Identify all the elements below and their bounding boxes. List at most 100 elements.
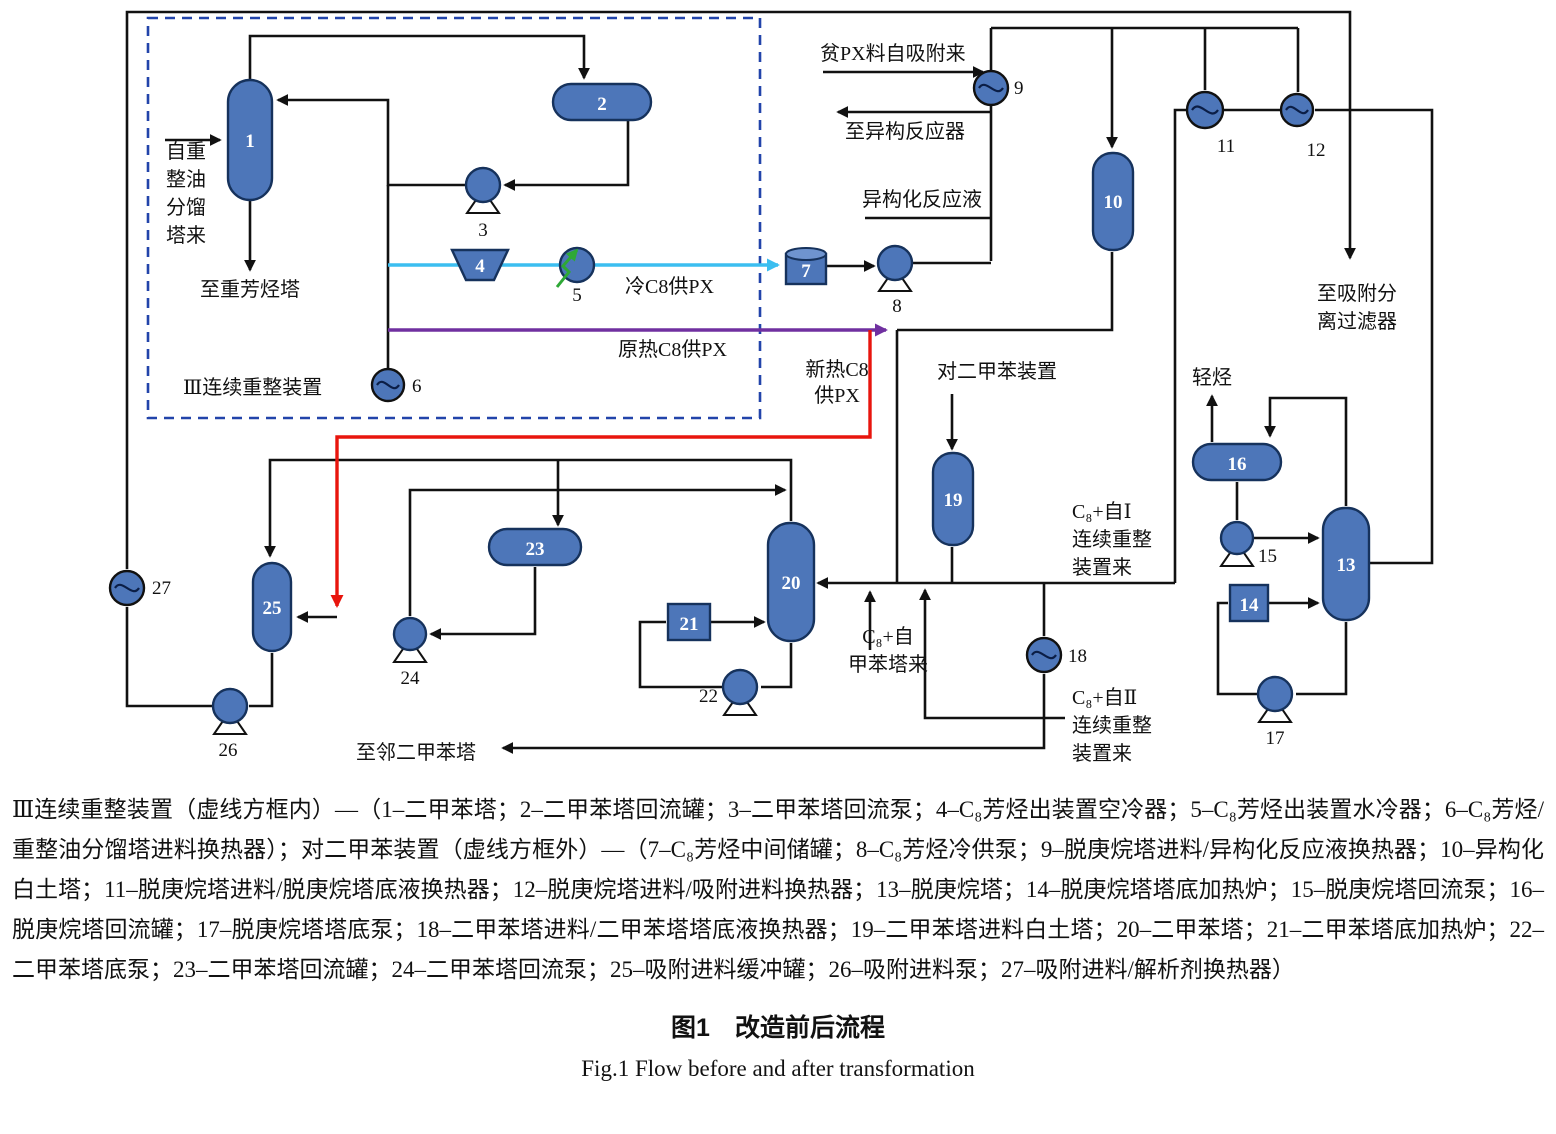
label-to-oxylene-tower: 至邻二甲苯塔 <box>356 741 476 764</box>
pipe-exch11-12-header <box>1173 108 1281 583</box>
equipment-number-23: 23 <box>526 539 545 560</box>
equipment-heater-14: 14 <box>1228 583 1270 623</box>
equipment-exchanger-18: 18 <box>1025 636 1087 674</box>
pipe-pump26-to-exch27 <box>125 607 213 708</box>
equipment-number-10: 10 <box>1104 192 1123 213</box>
figure-title-en: Fig.1 Flow before and after transformati… <box>581 1056 975 1081</box>
equipment-reflux-pump-3: 3 <box>464 166 502 241</box>
pipe-drum2-to-pump3 <box>503 118 630 191</box>
equipment-number-9: 9 <box>1014 78 1024 99</box>
equipment-clay-tower-19: 19 <box>931 451 975 547</box>
equipment-number-20: 20 <box>782 573 801 594</box>
stream-labels: 自重 整油 分馏 塔来 至重芳烃塔 Ⅲ连续重整装置 冷C8供PX 原热C8供PX… <box>166 42 1397 765</box>
label-to-isom-reactor: 至异构反应器 <box>845 120 965 143</box>
equipment-xylene-tower-20: 20 <box>766 521 816 643</box>
equipment-number-21: 21 <box>680 614 699 635</box>
equipment-bottoms-pump-17: 17 <box>1256 675 1294 749</box>
label-lean-px: 贫PX料自吸附来 <box>820 42 966 65</box>
label-c8-ccr2-line2: 连续重整 <box>1072 714 1152 737</box>
equipment-number-27: 27 <box>152 578 171 599</box>
label-ccr3-unit: Ⅲ连续重整装置 <box>183 376 322 399</box>
pipe-tower1-overhead <box>248 34 590 82</box>
label-to-adsorption-line1: 至吸附分 <box>1317 282 1397 305</box>
equipment-air-cooler-4: 4 <box>450 248 510 282</box>
label-new-hot-c8-line2: 供PX <box>814 384 860 407</box>
pipe-drum23-to-pump24 <box>429 567 537 640</box>
label-c8-ccr2-line3: 装置来 <box>1072 742 1132 765</box>
equipment-number-16: 16 <box>1228 454 1247 475</box>
pipe-pump22-to-heater21 <box>638 620 723 689</box>
label-c8-ccr1-line3: 装置来 <box>1072 556 1132 579</box>
equipment-number-18: 18 <box>1068 646 1087 667</box>
figure-caption: Ⅲ连续重整装置（虚线方框内）—（1–二甲苯塔；2–二甲苯塔回流罐；3–二甲苯塔回… <box>12 797 1544 982</box>
equipment-number-17: 17 <box>1266 728 1285 749</box>
pipe-tower20-bottom <box>761 643 793 689</box>
cooling-water-arrow-icon <box>555 248 579 288</box>
equipment-number-3: 3 <box>478 220 488 241</box>
equipment-number-13: 13 <box>1337 555 1356 576</box>
equipment-exchanger-11: 11 <box>1185 90 1235 157</box>
label-c8-toluene-line1: C₈+自 <box>862 625 914 648</box>
equipment-reflux-pump-24: 24 <box>392 616 428 689</box>
equipment-reflux-drum-16: 16 <box>1191 442 1283 482</box>
label-to-heavy-aromatics: 至重芳烃塔 <box>200 278 300 301</box>
equipment-c8-pump-8: 8 <box>876 244 914 317</box>
label-feed-line2: 整油 <box>166 168 206 191</box>
pipe-tower20-overhead <box>264 458 793 558</box>
pipe-tower13-bottom <box>1296 622 1348 696</box>
equipment-exchanger-9: 9 <box>972 69 1024 107</box>
label-c8-ccr1-line1: C₈+自Ⅰ <box>1072 500 1132 523</box>
equipment-number-8: 8 <box>892 296 902 317</box>
pipe-new-hot-c8 <box>330 330 872 608</box>
equipment-feed-exchanger-6: 6 <box>370 367 422 403</box>
label-new-hot-c8-line1: 新热C8 <box>805 358 868 381</box>
pipe-reflux-to-tower20 <box>408 484 787 616</box>
equipment-number-14: 14 <box>1240 595 1260 616</box>
equipment-number-24: 24 <box>401 668 421 689</box>
label-to-adsorption-line2: 离过滤器 <box>1317 310 1397 333</box>
pipe-claytower10-bottom <box>897 252 1114 332</box>
label-c8-ccr1-line2: 连续重整 <box>1072 528 1152 551</box>
pipe-buffer25-to-pump26 <box>249 653 274 708</box>
label-c8-toluene-line2: 甲苯塔来 <box>848 653 928 676</box>
equipment-number-26: 26 <box>219 740 238 761</box>
pipe-reflux-to-tower1 <box>276 94 466 187</box>
equipment-clay-tower-10: 10 <box>1091 151 1135 252</box>
equipment-reflux-drum-23: 23 <box>487 527 583 567</box>
equipment-number-22: 22 <box>699 686 718 707</box>
equipment-reflux-pump-15: 15 <box>1219 520 1277 567</box>
equipment-xylene-tower-1: 1 <box>226 78 274 202</box>
equipment-number-11: 11 <box>1217 136 1235 157</box>
pipe-adsorption-feed-header <box>125 10 1356 569</box>
equipment-number-6: 6 <box>412 376 422 397</box>
process-flow-diagram: 1 2 3 4 5 6 7 8 9 10 <box>108 10 1434 765</box>
label-feed-line1: 自重 <box>166 140 206 163</box>
equipment-reflux-drum-2: 2 <box>551 82 653 122</box>
label-light-hc: 轻烃 <box>1192 366 1232 389</box>
label-isom-liquid: 异构化反应液 <box>862 188 982 211</box>
label-c8-ccr2-line1: C₈+自Ⅱ <box>1072 686 1137 709</box>
figure-title-zh: 图1 改造前后流程 <box>671 1014 885 1042</box>
equipment-number-1: 1 <box>245 131 255 152</box>
label-feed-line3: 分馏 <box>166 196 206 219</box>
label-feed-line4: 塔来 <box>166 224 206 247</box>
pipe-tower13-overhead <box>1264 396 1348 506</box>
equipment-buffer-drum-25: 25 <box>251 561 293 653</box>
equipment-number-15: 15 <box>1258 546 1277 567</box>
equipment-number-5: 5 <box>572 285 582 306</box>
equipment-number-7: 7 <box>801 261 811 282</box>
pipe-c8-from-ccr2 <box>919 588 1065 720</box>
label-cold-c8: 冷C8供PX <box>625 275 714 298</box>
equipment-adsorption-feed-pump-26: 26 <box>211 687 249 761</box>
equipment-number-12: 12 <box>1307 140 1326 161</box>
equipment-deheptanizer-13: 13 <box>1321 506 1371 622</box>
equipment-exchanger-27: 27 <box>108 569 171 607</box>
equipment-number-4: 4 <box>475 256 485 277</box>
ccr3-unit-boundary <box>146 16 762 420</box>
pipe-to-oxylene-tower <box>501 674 1046 754</box>
pipe-pump17-to-heater14 <box>1216 601 1258 696</box>
pipes <box>125 10 1434 754</box>
equipment-heater-21: 21 <box>666 602 712 642</box>
equipment-number-19: 19 <box>944 490 963 511</box>
